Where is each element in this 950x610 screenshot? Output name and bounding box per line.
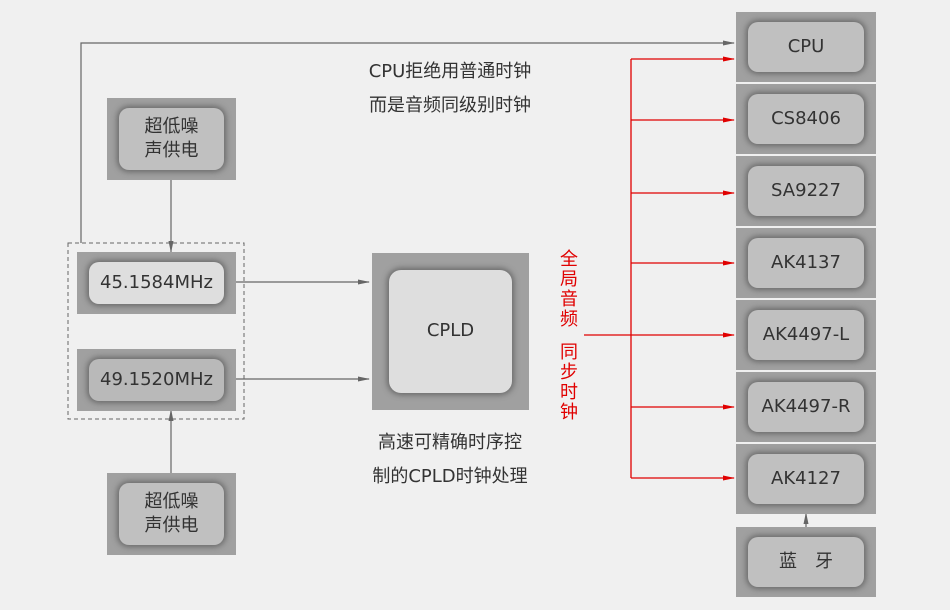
target-ak4497-r-chip: AK4497-R [748,382,864,432]
power-supply-top-line1: 超低噪 [144,115,199,137]
target-ak4137-chip: AK4137 [748,238,864,288]
cpld-caption-line2: 制的CPLD时钟处理 [372,466,528,487]
sync-label-char: 钟 [560,402,578,423]
oscillator-49m-chip: 49.1520MHz [89,359,224,401]
cpld-caption: 高速可精确时序控 制的CPLD时钟处理 [345,426,555,494]
bluetooth-block: 蓝 牙 [736,527,876,597]
target-ak4497-r: AK4497-R [736,372,876,442]
target-ak4127-chip: AK4127 [748,454,864,504]
sync-label-char: 全 [560,249,578,270]
power-supply-top-line2: 声供电 [144,140,199,161]
cpu-caption-line1: CPU拒绝用普通时钟 [368,61,532,82]
bluetooth-chip: 蓝 牙 [748,537,864,587]
power-supply-top-chip: 超低噪 声供电 [119,108,224,170]
oscillator-49m: 49.1520MHz [77,349,236,411]
sync-label-char: 音 [560,289,578,310]
cpu-caption-line2: 而是音频同级别时钟 [369,95,531,116]
power-supply-bottom-line1: 超低噪 [144,490,199,512]
target-sa9227: SA9227 [736,156,876,226]
sync-label-char: 频 [560,309,578,330]
wire-osc-to-cpu [80,40,735,243]
target-ak4137: AK4137 [736,228,876,298]
power-supply-bottom: 超低噪 声供电 [107,473,236,555]
power-supply-bottom-chip: 超低噪 声供电 [119,483,224,545]
target-cpu: CPU [736,12,876,82]
sync-label-part2: 同 步 时 钟 [558,343,580,423]
oscillator-45m-chip: 45.1584MHz [89,262,224,304]
sync-label-char: 同 [560,342,578,363]
sync-bus-branches [631,56,735,481]
power-supply-bottom-line2: 声供电 [144,515,199,536]
target-cs8406: CS8406 [736,84,876,154]
sync-label-char: 时 [560,382,578,403]
sync-label-char: 局 [560,269,578,290]
target-cs8406-chip: CS8406 [748,94,864,144]
cpld-chip: CPLD [389,270,512,393]
target-cpu-chip: CPU [748,22,864,72]
oscillator-group-frame [67,242,245,420]
cpld-block: CPLD [372,253,529,410]
target-ak4497-l-chip: AK4497-L [748,310,864,360]
power-supply-top: 超低噪 声供电 [107,98,236,180]
cpu-caption: CPU拒绝用普通时钟 而是音频同级别时钟 [340,55,560,123]
cpld-caption-line1: 高速可精确时序控 [378,432,522,453]
sync-label-part1: 全 局 音 频 [558,250,580,330]
target-sa9227-chip: SA9227 [748,166,864,216]
target-ak4127: AK4127 [736,444,876,514]
oscillator-45m: 45.1584MHz [77,252,236,314]
sync-label-char: 步 [560,362,578,383]
target-ak4497-l: AK4497-L [736,300,876,370]
